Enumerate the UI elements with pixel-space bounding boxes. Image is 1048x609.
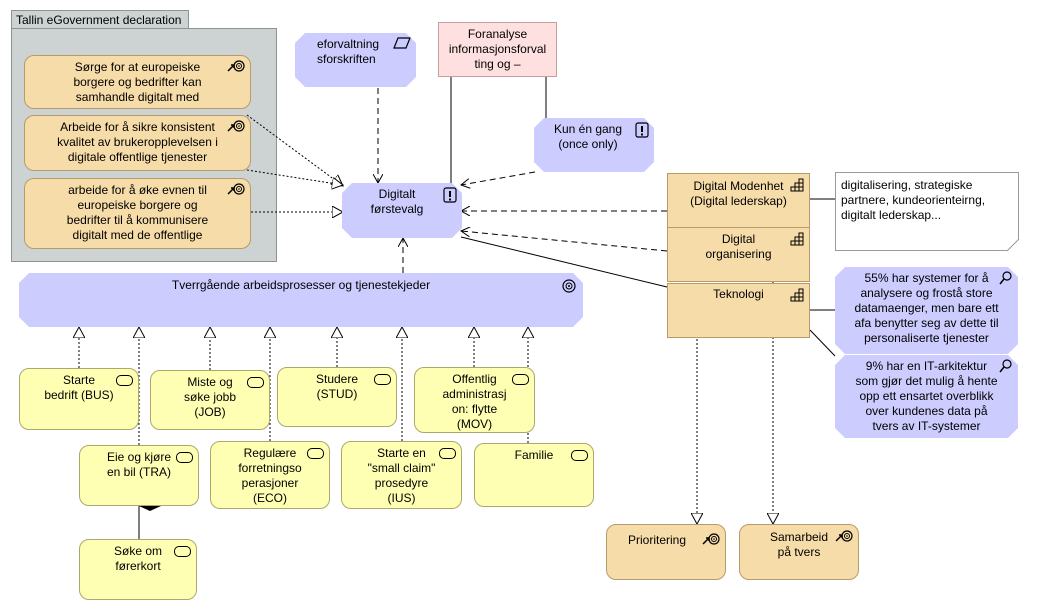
outcome-samarbeid-pa-tvers[interactable]: Samarbeid på tvers — [739, 524, 859, 580]
eforvaltning-sforskriften[interactable]: eforvaltning sforskriften — [295, 33, 416, 87]
group-tab[interactable]: Tallin eGovernment declaration — [11, 10, 189, 29]
digital-modenhet-text: Digital Modenhet (Digital lederskap) — [690, 179, 787, 208]
service-eie-kjore-bil-text: Eie og kjøre en bil (TRA) — [106, 450, 172, 479]
service-icon — [512, 374, 529, 385]
goal-icon — [227, 120, 245, 132]
principle-icon — [443, 187, 457, 203]
goal-kommunisere-digitalt-text: arbeide for å øke evnen til europeiske b… — [66, 183, 209, 242]
service-offentlig-administrasjon-text: Offentlig administrasj on: flytte (MOV) — [442, 372, 507, 431]
service-starte-bedrift[interactable]: Starte bedrift (BUS) — [19, 368, 139, 430]
outcome-samarbeid-text: Samarbeid på tvers — [769, 530, 829, 559]
service-familie[interactable]: Familie — [474, 443, 594, 507]
assessment-analyse-data[interactable]: 55% har systemer for å analysere og fros… — [835, 267, 1018, 354]
service-icon — [374, 374, 391, 385]
service-eie-kjore-bil[interactable]: Eie og kjøre en bil (TRA) — [79, 445, 199, 506]
digitalt-forstevalg-text: Digitalt førstevalg — [370, 187, 424, 216]
goal-kommunisere-digitalt[interactable]: arbeide for å øke evnen til europeiske b… — [24, 178, 251, 249]
goal-icon — [227, 60, 245, 72]
assessment-it-arkitektur[interactable]: 9% har en IT-arkitektur som gjør det mul… — [835, 355, 1018, 438]
service-icon — [571, 450, 588, 461]
teknologi-text: Teknologi — [713, 287, 764, 301]
assessment2-assoc-line — [809, 329, 836, 357]
digital-modenhet-capability[interactable]: Digital Modenhet (Digital lederskap) — [667, 173, 810, 228]
goal-konsistent-kvalitet-text: Arbeide for å sikre konsistent kvalitet … — [57, 120, 218, 164]
tverrgaende-arbeidsprosesser-goal[interactable]: Tverrgående arbeidsprosesser og tjeneste… — [19, 273, 583, 327]
foranalyse-text: Foranalyse informasjonsforval ting og – — [448, 27, 547, 71]
service-small-claim-text: Starte en "small claim" prosedyre (IUS) — [367, 446, 436, 505]
digitalt-forstevalg-principle[interactable]: Digitalt førstevalg — [342, 183, 462, 238]
digital-organisering-capability[interactable]: Digital organisering — [667, 227, 810, 282]
assessment-analyse-data-text: 55% har systemer for å analysere og fros… — [854, 271, 999, 345]
goal-icon — [227, 183, 245, 195]
note-digitalisering[interactable]: digitalisering, strategiske partnere, ku… — [835, 172, 1019, 251]
capability-icon — [790, 232, 804, 246]
assessment-it-arkitektur-text: 9% har en IT-arkitektur som gjør det mul… — [855, 359, 998, 433]
service-miste-jobb[interactable]: Miste og søke jobb (JOB) — [150, 370, 270, 430]
outcome-prioritering[interactable]: Prioritering — [606, 524, 726, 580]
outcome-prioritering-text: Prioritering — [627, 533, 687, 547]
requirement-icon — [393, 37, 411, 49]
service-icon — [176, 452, 193, 463]
service-icon — [247, 377, 264, 388]
service-regulaere-forretningsoperasjoner[interactable]: Regulære forretningso perasjoner (ECO) — [210, 441, 330, 509]
service-soke-forerkort[interactable]: Søke om førerkort — [79, 539, 197, 600]
kun-en-gang-influence-line — [461, 171, 536, 185]
service-soke-forerkort-text: Søke om førerkort — [113, 544, 162, 573]
capability-icon — [790, 178, 804, 192]
note-text: digitalisering, strategiske partnere, ku… — [841, 178, 986, 222]
magnifier-icon — [999, 271, 1013, 285]
goal-konsistent-kvalitet[interactable]: Arbeide for å sikre konsistent kvalitet … — [24, 115, 251, 171]
goal2-realization-line — [246, 169, 343, 185]
digital-organisering-text: Digital organisering — [705, 232, 772, 261]
group-label: Tallin eGovernment declaration — [16, 13, 182, 27]
service-icon — [116, 375, 133, 386]
service-icon — [307, 448, 324, 459]
service-regulaere-text: Regulære forretningso perasjoner (ECO) — [238, 446, 302, 505]
teknologi-capability[interactable]: Teknologi — [667, 283, 810, 338]
teknologi-assoc-line — [460, 236, 668, 288]
service-icon — [174, 546, 191, 557]
capability-icon — [790, 288, 804, 302]
kun-en-gang-text: Kun én gang (once only) — [553, 122, 623, 151]
goal-samhandle-digitalt[interactable]: Sørge for at europeiske borgere og bedri… — [24, 55, 251, 109]
organisering-influence-line — [461, 231, 668, 252]
service-offentlig-administrasjon[interactable]: Offentlig administrasj on: flytte (MOV) — [414, 367, 535, 433]
service-familie-text: Familie — [514, 448, 554, 462]
eforvaltning-text: eforvaltning sforskriften — [317, 37, 380, 66]
magnifier-icon — [999, 359, 1013, 373]
goal-samhandle-digitalt-text: Sørge for at europeiske borgere og bedri… — [73, 60, 202, 104]
kun-en-gang-principle[interactable]: Kun én gang (once only) — [534, 118, 654, 172]
service-small-claim[interactable]: Starte en "small claim" prosedyre (IUS) — [341, 441, 462, 509]
foranalyse-informasjonsforvalting[interactable]: Foranalyse informasjonsforval ting og – — [438, 22, 557, 77]
outcome-icon — [702, 533, 720, 545]
service-miste-jobb-text: Miste og søke jobb (JOB) — [183, 375, 237, 419]
service-starte-bedrift-text: Starte bedrift (BUS) — [44, 373, 114, 402]
principle-icon — [635, 122, 649, 138]
service-studere-text: Studere (STUD) — [315, 372, 359, 401]
goal-target-icon — [562, 279, 576, 293]
goal1-realization-line — [246, 114, 343, 186]
service-icon — [439, 448, 456, 459]
outcome-icon — [835, 530, 853, 542]
tverrgaende-text: Tverrgående arbeidsprosesser og tjeneste… — [171, 278, 431, 292]
service-studere[interactable]: Studere (STUD) — [277, 367, 397, 427]
